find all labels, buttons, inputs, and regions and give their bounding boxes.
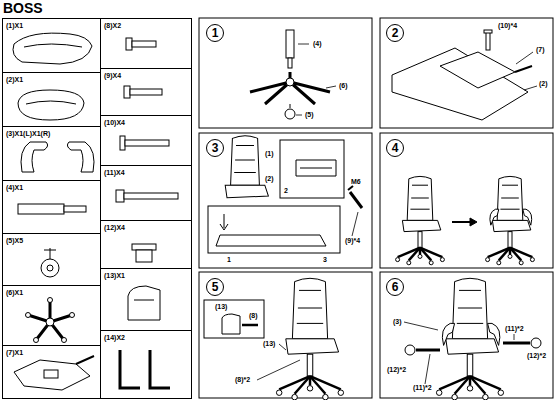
callout-number: (3): [392, 318, 403, 325]
part-cell: (13)X1: [100, 268, 192, 331]
callout-number: (4): [312, 40, 323, 47]
part-cell: (9)X4: [100, 68, 192, 116]
step-circle: 1: [206, 24, 224, 42]
callout-number: (1): [264, 150, 275, 157]
part-cell: (12)X4: [100, 220, 192, 269]
step-number: 5: [212, 281, 219, 293]
chair-drawing: [225, 136, 268, 198]
step-circle: 4: [386, 139, 404, 157]
part-label: (4)X1: [6, 184, 23, 191]
step-number: 1: [212, 27, 219, 39]
callout-number: (2): [264, 175, 275, 182]
callout-number: (2): [538, 80, 549, 87]
step1-drawing: [250, 30, 336, 119]
callout-number: (12)*2: [526, 352, 547, 359]
part-label: (3)X1(L)X1(R): [6, 130, 50, 137]
part-cell: (11)X4: [100, 165, 192, 221]
part-cell: (8)X2: [100, 18, 192, 69]
part-cell: (5)X5: [2, 233, 101, 286]
part-cell: (14)X2: [100, 330, 192, 399]
part-label: (2)X1: [6, 76, 23, 83]
callout-number: (13): [262, 340, 276, 347]
callout-number: (7): [535, 46, 546, 53]
part-cell: (2)X1: [2, 72, 101, 127]
callout-number: (5): [304, 111, 315, 118]
step-panel: [199, 133, 372, 268]
callout-number: 1: [226, 256, 232, 263]
part-label: (5)X5: [6, 237, 23, 244]
callout-number: (11)*2: [412, 384, 433, 391]
step-panel: [199, 18, 372, 128]
step2-drawing: [392, 30, 537, 120]
step4-arrow: [452, 218, 477, 226]
part-label: (8)X2: [104, 22, 121, 29]
step-number: 3: [212, 142, 219, 154]
chair-drawing: [396, 176, 445, 264]
part-label: (1)X1: [6, 22, 23, 29]
part-label: (14)X2: [104, 334, 125, 341]
callout-number: (10)*4: [497, 22, 518, 29]
step-panel: [380, 272, 553, 398]
callout-number: 2: [283, 187, 289, 194]
part-cell: (7)X1: [2, 345, 101, 399]
part-label: (6)X1: [6, 289, 23, 296]
diagram-title: BOSS: [3, 1, 43, 15]
step3-drawing: [208, 140, 362, 253]
callout-number: (8)*2: [234, 376, 251, 383]
part-drawings: [13, 33, 178, 390]
part-label: (13)X1: [104, 272, 125, 279]
callout-number: (12)*2: [386, 366, 407, 373]
step-panel: [380, 133, 553, 268]
callout-number: M6: [350, 178, 362, 185]
part-cell: (10)X4: [100, 115, 192, 166]
part-label: (10)X4: [104, 119, 125, 126]
part-cell: (3)X1(L)X1(R): [2, 126, 101, 181]
callout-number: (6): [338, 82, 349, 89]
chair-drawing: [276, 278, 343, 400]
part-cell: (4)X1: [2, 180, 101, 234]
chair-drawing: [486, 176, 535, 264]
step-circle: 5: [206, 278, 224, 296]
step-panel: [380, 18, 553, 128]
step-number: 6: [392, 281, 399, 293]
part-label: (7)X1: [6, 349, 23, 356]
part-label: (11)X4: [104, 169, 125, 176]
step-circle: 6: [386, 278, 404, 296]
part-label: (9)X4: [104, 72, 121, 79]
callout-number: (8): [248, 312, 259, 319]
step-circle: 2: [386, 24, 404, 42]
step-panel: [199, 272, 372, 398]
part-label: (12)X4: [104, 224, 125, 231]
part-cell: (1)X1: [2, 18, 101, 73]
callout-number: (13): [214, 303, 228, 310]
callout-number: (9)*4: [344, 237, 361, 244]
step-number: 4: [392, 142, 399, 154]
part-cell: (6)X1: [2, 285, 101, 346]
step-circle: 3: [206, 139, 224, 157]
callout-number: 3: [322, 256, 328, 263]
step-number: 2: [392, 27, 399, 39]
callout-number: (11)*2: [504, 325, 525, 332]
chair-drawing: [436, 278, 503, 400]
